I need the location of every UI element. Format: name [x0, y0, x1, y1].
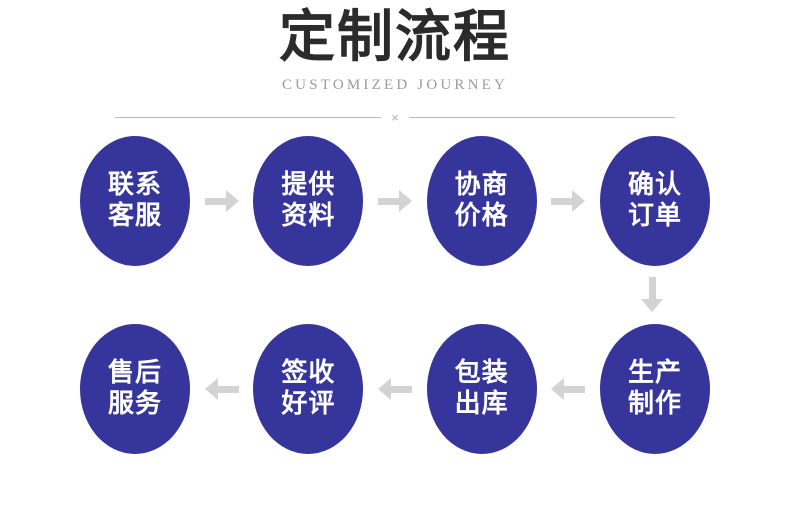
flow-step-label-line1: 联系	[107, 170, 162, 200]
arrow-shaft	[217, 385, 239, 393]
flow-step-provide-materials[interactable]: 提供 资料	[253, 136, 364, 266]
flow-step-label-line2: 订单	[627, 201, 682, 231]
flow-step-label-line2: 服务	[107, 389, 162, 419]
flow-step-label-line1: 签收	[281, 358, 336, 388]
connector-5-6	[537, 324, 600, 454]
flow-step-label-line1: 售后	[107, 358, 162, 388]
flow-row-2: 售后 服务 签收 好评 包装 出库	[0, 324, 790, 454]
connector-6-7	[363, 324, 426, 454]
flow-step-confirm-order[interactable]: 确认 订单	[599, 136, 710, 266]
flow-step-label-line1: 协商	[454, 170, 509, 200]
connector-row1-row2	[628, 268, 676, 320]
flow-step-label-line1: 包装	[454, 358, 509, 388]
header: 定制流程 CUSTOMIZED JOURNEY	[0, 0, 790, 94]
arrow-shaft	[564, 385, 586, 393]
arrow-head	[204, 378, 218, 400]
flow-step-label-line2: 价格	[454, 201, 509, 231]
arrow-shaft	[390, 385, 412, 393]
arrow-right-icon	[204, 190, 239, 212]
flow-step-contact-service[interactable]: 联系 客服	[80, 136, 190, 266]
arrow-right-icon	[551, 190, 586, 212]
arrow-shaft	[204, 197, 226, 205]
flow-step-label-line1: 确认	[627, 170, 682, 200]
divider-line-left	[115, 116, 382, 118]
flow-step-negotiate-price[interactable]: 协商 价格	[426, 136, 537, 266]
page-title: 定制流程	[279, 5, 511, 70]
arrow-head	[225, 190, 239, 212]
flow-step-after-sales-service[interactable]: 售后 服务	[80, 324, 190, 454]
arrow-right-icon	[377, 190, 412, 212]
header-divider: ×	[115, 110, 675, 124]
arrow-head	[551, 378, 565, 400]
arrow-left-icon	[551, 378, 586, 400]
divider-cross-icon: ×	[391, 109, 399, 125]
flow-step-receipt-review[interactable]: 签收 好评	[253, 324, 364, 454]
arrow-head	[377, 378, 391, 400]
flow-step-label-line2: 客服	[107, 201, 162, 231]
flow-step-packaging-shipping[interactable]: 包装 出库	[426, 324, 537, 454]
flow-step-label-line2: 资料	[281, 201, 336, 231]
flow-row-1: 联系 客服 提供 资料 协商 价格	[0, 136, 790, 266]
flow-step-label-line2: 制作	[627, 389, 682, 419]
flow-step-label-line1: 生产	[627, 358, 682, 388]
divider-line-right	[408, 116, 675, 118]
flow-step-label-line2: 出库	[454, 389, 509, 419]
flow-step-production[interactable]: 生产 制作	[599, 324, 710, 454]
arrow-shaft	[648, 276, 656, 299]
arrow-head	[398, 190, 412, 212]
flow-step-label-line2: 好评	[281, 389, 336, 419]
arrow-shaft	[551, 197, 573, 205]
arrow-shaft	[377, 197, 399, 205]
page-subtitle: CUSTOMIZED JOURNEY	[281, 77, 509, 93]
arrow-down-icon	[641, 276, 663, 312]
arrow-left-icon	[377, 378, 412, 400]
flow-step-label-line1: 提供	[281, 170, 336, 200]
arrow-head	[572, 190, 586, 212]
arrow-left-icon	[204, 378, 239, 400]
connector-7-8	[190, 324, 253, 454]
arrow-head	[641, 298, 663, 312]
connector-2-3	[363, 136, 426, 266]
connector-1-2	[190, 136, 253, 266]
connector-3-4	[537, 136, 600, 266]
